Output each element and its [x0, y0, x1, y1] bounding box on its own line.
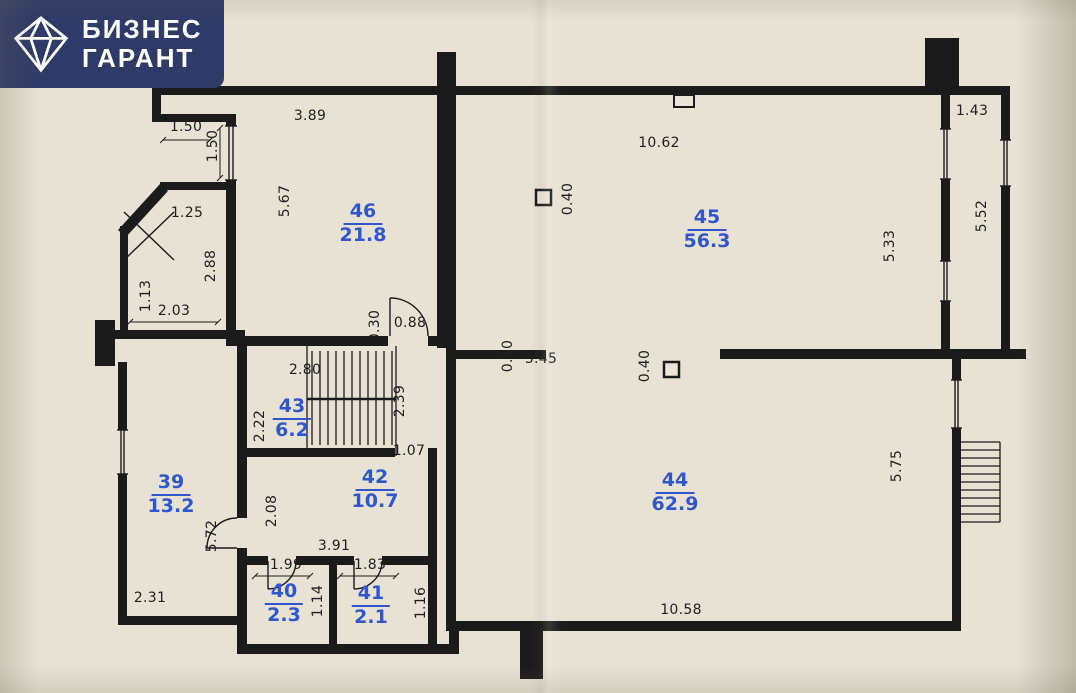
door-swings: [206, 297, 429, 590]
dimension-label: 5.75: [889, 449, 905, 483]
window-symbols: [117, 125, 1011, 475]
dimension-label: 1.14: [310, 584, 326, 618]
room-area: 13.2: [147, 495, 195, 518]
dimension-label: 0.40: [637, 349, 653, 383]
room-number: 42: [355, 466, 395, 492]
dimension-label: 2.80: [288, 362, 322, 378]
dimension-label: 5.33: [882, 229, 898, 263]
dimension-label: 2.31: [133, 590, 167, 606]
room-area: 62.9: [651, 493, 699, 516]
dimension-label: 1.13: [138, 279, 154, 313]
dimension-label: 2.22: [252, 409, 268, 443]
dimension-label: 1.16: [413, 586, 429, 620]
room-number: 44: [655, 469, 695, 495]
dimension-label: 3.89: [293, 108, 327, 124]
external-steps: [961, 441, 1001, 523]
room-number: 45: [687, 206, 727, 232]
dimension-label: 1.99: [269, 557, 303, 573]
dimension-label: 5.52: [974, 199, 990, 233]
logo-gem-icon: [13, 15, 69, 73]
room-area: 2.1: [354, 606, 388, 629]
room-number: 39: [151, 471, 191, 497]
dimension-label: 2.88: [203, 249, 219, 283]
dimension-label: 1.50: [205, 129, 221, 163]
logo-line1: БИЗНЕС: [82, 13, 203, 44]
room-area: 56.3: [683, 230, 731, 253]
staircase: [306, 346, 397, 456]
logo: БИЗНЕС ГАРАНТ: [0, 0, 224, 88]
dimension-label: 2.08: [264, 494, 280, 528]
columns: [534, 94, 695, 379]
dimension-label: 2.39: [392, 384, 408, 418]
dimension-label: 1.07: [392, 443, 426, 459]
dimension-label: 5.72: [204, 519, 220, 553]
room-area: 6.2: [275, 419, 309, 442]
room-area: 10.7: [351, 490, 399, 513]
dimension-label: 1.83: [353, 557, 387, 573]
dimension-label: 5.67: [277, 184, 293, 218]
dimension-lines: [126, 124, 400, 580]
dimension-label: 5.45: [524, 351, 558, 367]
room-area: 21.8: [339, 224, 387, 247]
dimension-label: 2.03: [157, 303, 191, 319]
dimension-label: 0.40: [500, 339, 516, 373]
dimension-label: 1.25: [170, 205, 204, 221]
dimension-label: 10.62: [638, 135, 680, 151]
room-number: 40: [264, 580, 304, 606]
dimension-label: 1.50: [169, 119, 203, 135]
walls: [95, 38, 1026, 679]
room-number: 46: [343, 200, 383, 226]
logo-line2: ГАРАНТ: [82, 43, 195, 73]
dimension-label: 0.40: [560, 182, 576, 216]
logo-text: БИЗНЕС ГАРАНТ: [82, 13, 203, 73]
dimension-label: 3.91: [317, 538, 351, 554]
room-number: 43: [272, 395, 312, 421]
room-number: 41: [351, 582, 391, 608]
dimension-label: 10.58: [660, 602, 702, 618]
dimension-label: 0.30: [367, 309, 383, 343]
room-area: 2.3: [267, 604, 301, 627]
dimension-label: 1.43: [955, 103, 989, 119]
dimension-label: 0.88: [393, 315, 427, 331]
